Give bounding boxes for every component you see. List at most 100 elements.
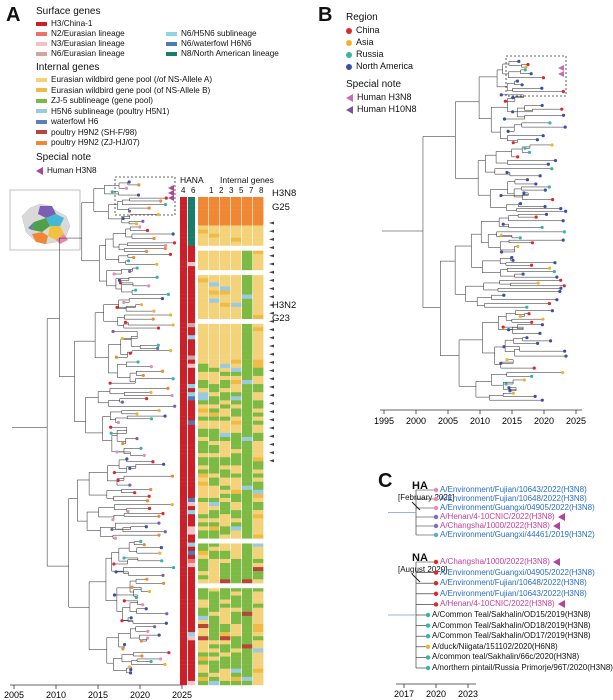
panel-a-label: A <box>6 4 21 26</box>
heatmap-cell-internal <box>220 481 231 486</box>
heatmap-cell-internal <box>231 229 242 234</box>
tree-tip <box>156 326 161 330</box>
heatmap-cell-internal <box>209 314 220 320</box>
heatmap-cell-internal <box>231 660 242 665</box>
heatmap-cell-ha <box>180 664 187 669</box>
special-note-title-b: Special note <box>346 79 402 90</box>
heatmap-cell-ha <box>180 680 187 686</box>
heatmap-cell-ha <box>180 359 187 364</box>
heatmap-cell-internal <box>209 497 220 503</box>
tree-tip <box>160 559 164 563</box>
axis-tick-label: 2023 <box>458 689 478 699</box>
heatmap-cell-internal <box>220 461 231 466</box>
tree-tip <box>121 442 125 446</box>
heatmap-cell-internal <box>253 628 264 633</box>
legend-item: N6/Eurasian lineage <box>36 49 125 59</box>
heatmap-cell-internal <box>198 229 209 234</box>
heatmap-cell-internal <box>198 644 209 649</box>
heatmap-cell-internal <box>253 396 264 401</box>
heatmap-cell-internal <box>231 485 242 490</box>
annotation-h3n8: H3N8 <box>272 188 297 199</box>
heatmap-cell-internal <box>242 611 253 617</box>
heatmap-cell-internal <box>231 404 242 409</box>
heatmap-cell-na <box>188 343 195 348</box>
heatmap-cell-ha <box>180 481 187 486</box>
special-label: Human H10N8 <box>357 104 417 114</box>
heatmap-cell-na <box>188 615 195 621</box>
tree-tip <box>543 204 547 209</box>
tree-tip <box>561 113 566 117</box>
legend-swatch <box>36 41 47 46</box>
taxon-label: A/Environment/Guangxi/04905/2022(H3N8) <box>440 568 595 577</box>
heatmap-cell-internal <box>242 428 253 434</box>
heatmap-cell-internal <box>253 632 264 637</box>
legend-item: H5N6 sublineage (poultry H5N1) <box>36 107 212 118</box>
heatmap-cell-internal <box>253 510 264 515</box>
heatmap-cell-internal <box>231 510 242 515</box>
heatmap-cell-internal <box>198 477 209 482</box>
heatmap-cell-ha <box>180 563 187 568</box>
legend-label: ZJ-5 sublineage (gene pool) <box>51 96 153 105</box>
heatmap-cell-internal <box>220 213 231 218</box>
heatmap-cell-internal <box>220 680 231 686</box>
heatmap-cell-na <box>188 306 195 312</box>
tree-tip <box>146 636 150 640</box>
heatmap-cell-internal <box>209 676 220 682</box>
heatmap-cell-na <box>188 619 195 625</box>
heatmap-cell-internal <box>209 640 220 645</box>
heatmap-cell-internal <box>209 481 220 486</box>
heatmap-cell-internal <box>231 331 242 336</box>
heatmap-cell-ha <box>180 567 187 572</box>
arrow-marker-icon <box>269 319 274 323</box>
heatmap-cell-internal <box>198 575 209 580</box>
heatmap-cell-internal <box>209 636 220 641</box>
heatmap-cell-internal <box>220 558 231 564</box>
tree-tip <box>158 657 163 661</box>
tree-tip <box>135 266 139 270</box>
tree-tip <box>506 129 510 133</box>
tree-tip <box>563 125 567 129</box>
heatmap-cell-internal <box>209 672 220 678</box>
axis-tick-label: 2005 <box>438 416 458 426</box>
tree-tip <box>130 585 134 589</box>
heatmap-cell-internal <box>198 290 209 295</box>
heatmap-cell-internal <box>209 656 220 661</box>
heatmap-cell-ha <box>180 412 187 417</box>
heatmap-cell-internal <box>242 587 253 592</box>
heatmap-cell-ha <box>180 522 187 527</box>
heatmap-cell-internal <box>198 294 209 299</box>
heatmap-cell-ha <box>180 233 187 238</box>
highlight-box-b <box>505 55 567 97</box>
heatmap-cell-internal <box>253 558 264 564</box>
heatmap-cell-na <box>188 502 195 507</box>
heatmap-cell-internal <box>242 225 253 230</box>
tree-tip <box>516 244 520 249</box>
tree-tip <box>121 647 125 651</box>
heatmap-cell-internal <box>220 221 231 226</box>
heatmap-cell-internal <box>198 213 209 218</box>
heatmap-cell-na <box>188 636 195 641</box>
heatmap-cell-internal <box>209 502 220 507</box>
human-marker-icon <box>557 512 565 521</box>
heatmap-cell-na <box>188 550 195 556</box>
heatmap-cell-internal <box>253 209 264 214</box>
heatmap-cell-internal <box>242 310 253 316</box>
heatmap-cell-ha <box>180 400 187 405</box>
tree-tip <box>134 222 139 226</box>
heatmap-cell-na <box>188 477 195 482</box>
tree-tip <box>147 494 151 498</box>
heatmap-cell-internal <box>231 339 242 344</box>
heatmap-cell-internal <box>242 579 253 584</box>
tree-tip <box>550 309 554 313</box>
taxon-name: A/Environment/Fujian/10643/2022(H3N8) <box>440 588 587 598</box>
tree-tip <box>553 261 557 265</box>
tree-tip <box>518 236 522 240</box>
heatmap-cell-internal <box>220 632 231 637</box>
taxon-label: A/Common Teal/Sakhalin/OD17/2019(H3N8) <box>432 631 591 640</box>
heatmap-cell-internal <box>220 567 231 572</box>
heatmap-cell-internal <box>253 380 264 385</box>
heatmap-cell-ha <box>180 497 187 503</box>
tree-tip <box>160 296 164 301</box>
